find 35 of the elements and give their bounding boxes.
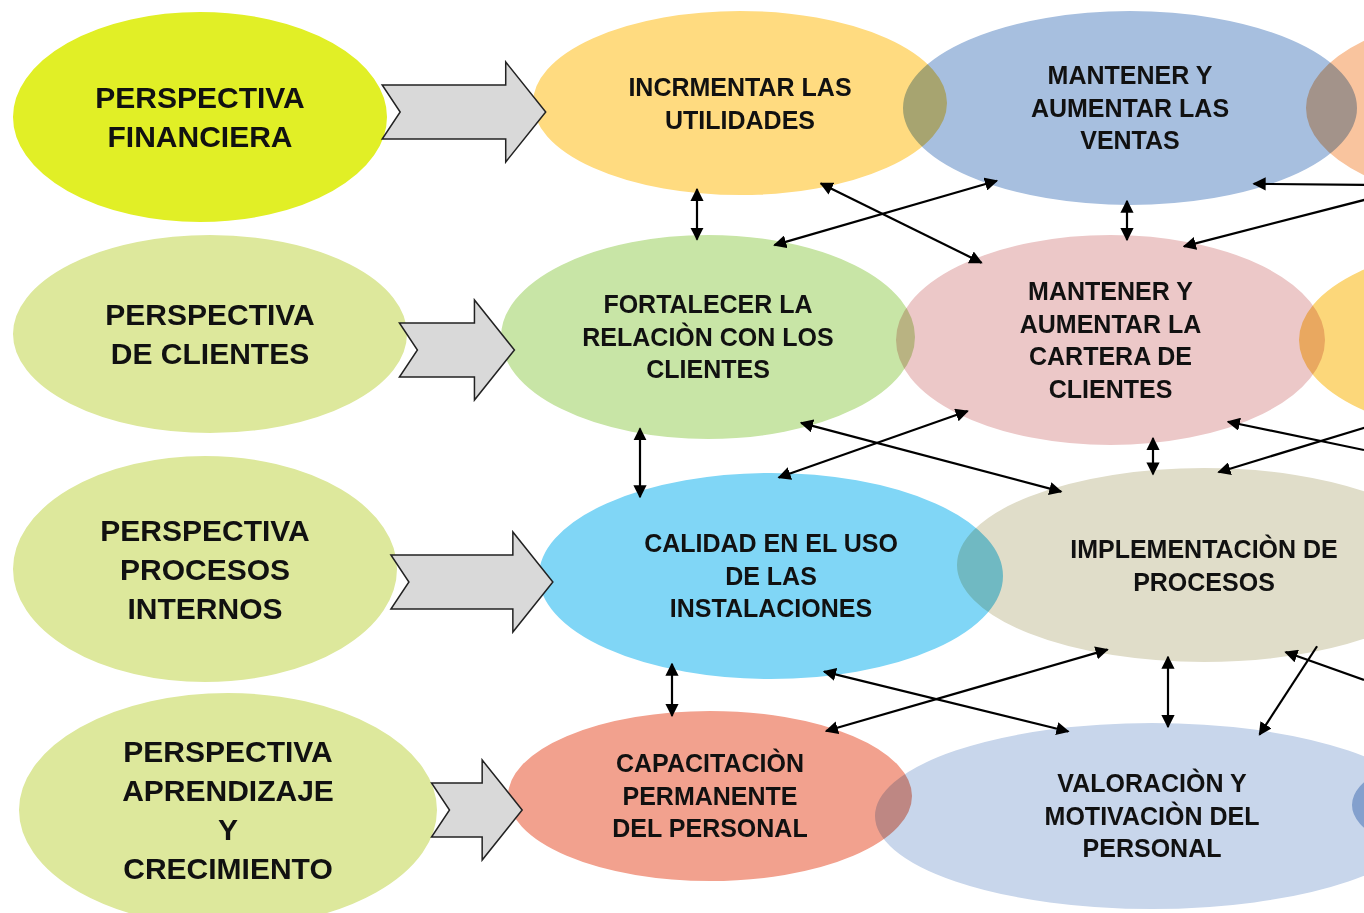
node-label: VALORACIÒN Y MOTIVACIÒN DEL PERSONAL: [1043, 767, 1261, 865]
double-arrow: [773, 177, 999, 249]
double-arrow: [633, 427, 647, 499]
node-label: FORTALECER LA RELACIÒN CON LOS CLIENTES: [581, 289, 835, 386]
double-arrow: [819, 182, 983, 264]
block-arrow: [380, 59, 547, 165]
node-label: CALIDAD EN EL USO DE LAS INSTALACIONES: [643, 528, 899, 625]
node-label: PERSPECTIVA APRENDIZAJE Y CRECIMIENTO: [121, 734, 335, 887]
node-label: IMPLEMENTACIÒN DE PROCESOS: [1069, 533, 1339, 597]
node-label: INCRMENTAR LAS UTILIDADES: [627, 71, 853, 135]
node-label: PERSPECTIVA DE CLIENTES: [104, 297, 316, 372]
double-arrow: [1120, 199, 1134, 242]
double-arrow: [824, 646, 1109, 735]
node-label: PERSPECTIVA PROCESOS INTERNOS: [99, 512, 311, 627]
double-arrow: [1258, 645, 1318, 736]
double-arrow: [690, 187, 704, 241]
double-arrow: [1284, 649, 1364, 682]
node-label: MANTENER Y AUMENTAR LAS VENTAS: [1029, 60, 1231, 157]
double-arrow: [1161, 655, 1175, 729]
node-label: MANTENER Y AUMENTAR LA CARTERA DE CLIENTES: [1018, 276, 1203, 405]
double-arrow: [799, 419, 1063, 495]
double-arrow: [822, 668, 1070, 736]
ellipse-node: [10, 9, 390, 225]
double-arrow: [665, 662, 679, 718]
block-arrow: [430, 757, 524, 863]
block-arrow: [389, 529, 554, 635]
ellipse-node: [10, 232, 410, 436]
double-arrow: [1252, 177, 1364, 191]
node-label: CAPACITACIÒN PERMANENTE DEL PERSONAL: [611, 747, 809, 845]
ellipse-node: [10, 453, 400, 685]
double-arrow: [1226, 417, 1364, 452]
node-label: PERSPECTIVA FINANCIERA: [94, 80, 306, 155]
block-arrow: [398, 297, 516, 403]
double-arrow: [777, 408, 969, 480]
double-arrow: [1146, 436, 1160, 476]
